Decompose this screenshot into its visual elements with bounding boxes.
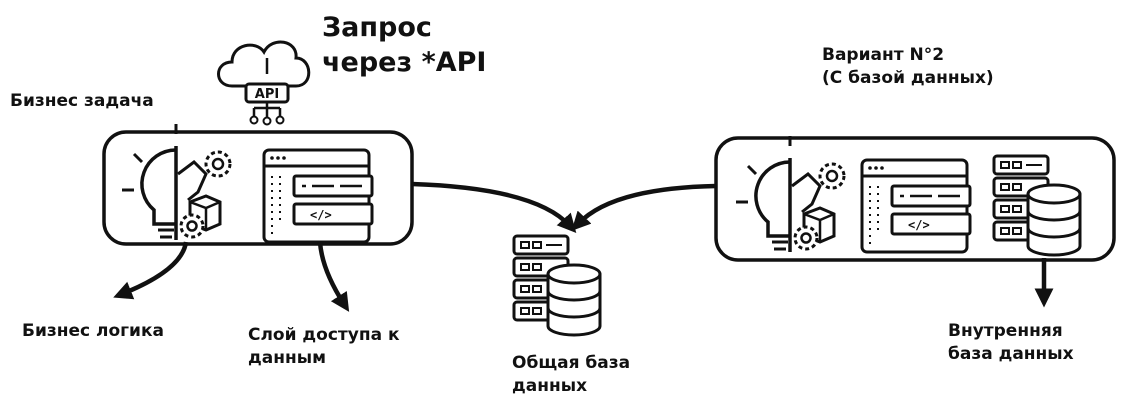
variant2-label: Вариант N°2 (С базой данных) bbox=[822, 45, 994, 88]
internal-db-label: Внутренняя база данных bbox=[948, 321, 1074, 364]
business-logic-label: Бизнес логика bbox=[22, 321, 164, 341]
svg-text:API: API bbox=[255, 87, 279, 102]
code-window-icon bbox=[860, 158, 972, 254]
server-database-icon bbox=[512, 234, 602, 337]
data-access-label: Слой доступа к данным bbox=[248, 325, 400, 368]
arrow-icon bbox=[113, 241, 189, 300]
code-window-icon bbox=[262, 148, 374, 244]
business-task-label: Бизнес задача bbox=[10, 91, 154, 111]
cloud-api-icon: API bbox=[217, 40, 311, 126]
shared-db-label: Общая база данных bbox=[512, 353, 631, 396]
api-request-label: Запрос через *API bbox=[322, 12, 487, 79]
arrow-icon bbox=[571, 183, 717, 231]
arrow-icon bbox=[317, 241, 350, 312]
arrow-icon bbox=[411, 181, 577, 234]
